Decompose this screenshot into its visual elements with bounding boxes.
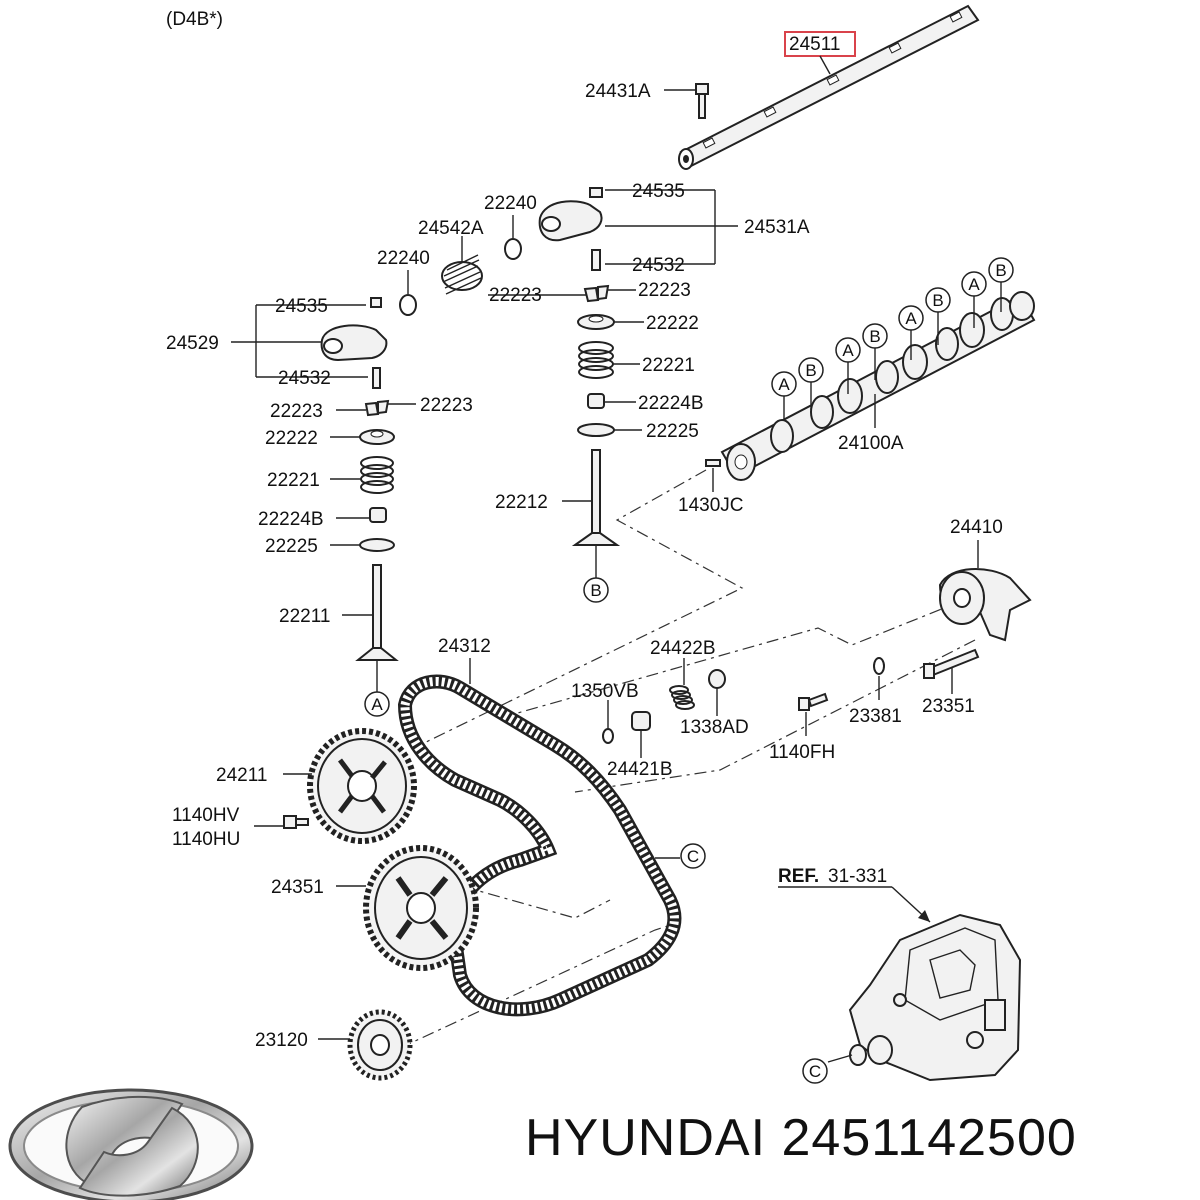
washer-23381-drawing [873, 657, 885, 675]
crank-sprocket-drawing [347, 1009, 413, 1081]
washer-1350vb-drawing [602, 728, 614, 744]
marker-c-label: C [687, 847, 699, 866]
rocker-arm-left-drawing [320, 297, 388, 389]
callout-22212[interactable]: 22212 [495, 492, 548, 513]
callout-22223-left-b[interactable]: 22223 [420, 395, 473, 416]
callout-22223-left-upper[interactable]: 22223 [489, 285, 542, 306]
callout-24312[interactable]: 24312 [438, 636, 491, 657]
callout-24532-left[interactable]: 24532 [278, 368, 331, 389]
bolt-1140fh-drawing [798, 692, 829, 711]
assembly-line [419, 469, 744, 746]
callout-22223-right-upper[interactable]: 22223 [638, 280, 691, 301]
cam-lobe-markers: A B A B A B A B [771, 257, 1014, 420]
svg-text:B: B [932, 291, 943, 310]
tensioner-spring-drawing [669, 685, 695, 710]
bolt-1140hv-drawing [283, 815, 309, 829]
timing-belt-drawing [397, 674, 682, 1017]
marker-c2-circle [802, 1058, 828, 1084]
callout-22223-left-a[interactable]: 22223 [270, 401, 323, 422]
svg-text:B: B [805, 361, 816, 380]
callout-24431a[interactable]: 24431A [585, 81, 651, 102]
callout-22221-left[interactable]: 22221 [267, 470, 320, 491]
callout-22222-right[interactable]: 22222 [646, 313, 699, 334]
hyundai-logo [8, 1088, 254, 1200]
leader-line [819, 55, 831, 75]
callout-24531a[interactable]: 24531A [744, 217, 810, 238]
callout-1140hu[interactable]: 1140HU [172, 829, 240, 850]
callout-24529[interactable]: 24529 [166, 333, 219, 354]
callout-22224b-right[interactable]: 22224B [638, 393, 704, 414]
callout-24535-left[interactable]: 24535 [275, 296, 328, 317]
callout-24410[interactable]: 24410 [950, 517, 1003, 538]
callout-24542a[interactable]: 24542A [418, 218, 484, 239]
ref-prefix-label: REF. [778, 866, 819, 887]
seal-ring-upper [504, 238, 522, 260]
callout-22222-left[interactable]: 22222 [265, 428, 318, 449]
callout-22225-right[interactable]: 22225 [646, 421, 699, 442]
callout-24211[interactable]: 24211 [216, 765, 267, 786]
ref-value-label[interactable]: 31-331 [828, 866, 887, 887]
callout-1140fh[interactable]: 1140FH [769, 742, 835, 763]
shaft-bolt-drawing [695, 83, 709, 119]
callout-24421b[interactable]: 24421B [607, 759, 673, 780]
rocker-shaft-drawing [678, 4, 980, 170]
callout-23381[interactable]: 23381 [849, 706, 902, 727]
callout-22225-left[interactable]: 22225 [265, 536, 318, 557]
callout-22211[interactable]: 22211 [279, 606, 330, 627]
callout-24100a[interactable]: 24100A [838, 433, 904, 454]
svg-text:A: A [842, 341, 854, 360]
assembly-line [499, 599, 965, 719]
callout-24511[interactable]: 24511 [789, 34, 840, 55]
camshaft-drawing [705, 291, 1036, 481]
callout-1140hv[interactable]: 1140HV [172, 805, 240, 826]
marker-a-label: A [371, 695, 383, 714]
ref-arrow [918, 910, 930, 922]
left-valve-stack-drawing [355, 399, 399, 661]
callout-1350vb[interactable]: 1350VB [571, 681, 639, 702]
marker-b-label: B [590, 581, 601, 600]
marker-c-circle [680, 843, 706, 869]
marker-a-circle [364, 691, 390, 717]
right-valve-stack-drawing [571, 284, 621, 546]
brand-part-number: HYUNDAI 2451142500 [525, 1109, 1077, 1167]
callout-22240-upper[interactable]: 22240 [484, 193, 537, 214]
callout-23120[interactable]: 23120 [255, 1030, 308, 1051]
callout-24422b[interactable]: 24422B [650, 638, 716, 659]
bolt-23351-drawing [923, 648, 980, 679]
callout-1430jc[interactable]: 1430JC [678, 495, 744, 516]
rocker-arm-upper-drawing [538, 187, 603, 271]
callout-24532-upper[interactable]: 24532 [632, 255, 685, 276]
cam-sprocket-drawing [307, 728, 417, 844]
callout-24535-upper[interactable]: 24535 [632, 181, 685, 202]
callout-24351[interactable]: 24351 [271, 877, 324, 898]
bush-24421b-drawing [631, 711, 651, 731]
callout-22224b-left[interactable]: 22224B [258, 509, 324, 530]
assembly-line [574, 639, 976, 793]
callout-1338ad[interactable]: 1338AD [680, 717, 749, 738]
callout-22240-left[interactable]: 22240 [377, 248, 430, 269]
bush-1338ad-drawing [708, 669, 726, 689]
marker-c2-label: C [809, 1062, 821, 1081]
svg-text:B: B [869, 327, 880, 346]
svg-text:A: A [778, 375, 790, 394]
tensioner-drawing [938, 568, 1032, 642]
svg-text:A: A [905, 309, 917, 328]
marker-b-circle [583, 577, 609, 603]
callout-22221-right[interactable]: 22221 [642, 355, 695, 376]
pump-sprocket-drawing [363, 845, 479, 971]
svg-text:A: A [968, 275, 980, 294]
svg-text:B: B [995, 261, 1006, 280]
leader-line [827, 1054, 853, 1063]
seal-ring-left [399, 294, 417, 316]
injection-pump-drawing [848, 913, 1022, 1082]
callout-23351[interactable]: 23351 [922, 696, 975, 717]
engine-code-label: (D4B*) [166, 9, 223, 30]
